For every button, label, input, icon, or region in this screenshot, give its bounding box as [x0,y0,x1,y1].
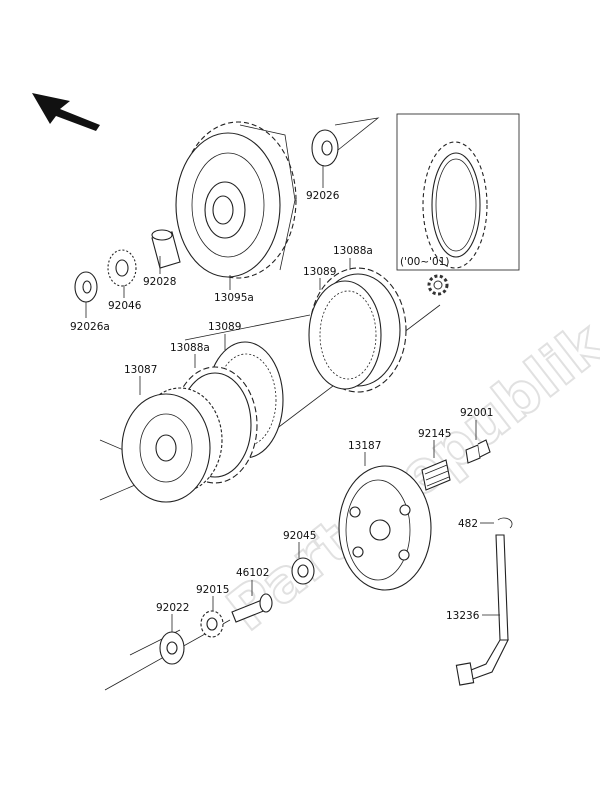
label-92045: 92045 [283,530,316,542]
label-92001: 92001 [460,407,493,419]
part-482-circlip [497,517,513,529]
part-92022-washer [159,631,185,665]
part-13087-clutch-hub [121,387,223,503]
part-92026a-washer [74,271,98,303]
inset-friction-plate [422,141,488,269]
part-92026-washer [311,129,339,167]
part-92028-sleeve [151,229,181,269]
label-92028: 92028 [143,276,176,288]
part-92045-bearing [291,557,315,585]
leader-lines [85,165,500,632]
part-92145-spring [421,459,451,491]
label-46102: 46102 [236,567,269,579]
label-13236: 13236 [446,610,480,622]
part-92001-bolt [465,439,491,464]
part-13187-pressure-plate [338,465,432,591]
label-92026: 92026 [306,190,340,202]
label-13089-top: 13089 [303,266,336,278]
gear-symbol-icon [427,274,449,296]
label-13088a-top: 13088a [333,245,373,257]
label-92046: 92046 [108,300,142,312]
label-13089-mid: 13089 [208,321,241,333]
part-13089-steel-plate-top [308,280,382,390]
label-482: 482 [458,518,478,530]
part-92046-needle-bearing [107,249,137,287]
part-13095a-clutch-housing [175,121,297,279]
label-13088a-mid: 13088a [170,342,210,354]
direction-arrow-icon [32,93,100,131]
label-13095a: 13095a [214,292,254,304]
label-13187: 13187 [348,440,381,452]
inset-year-label: ('00~'01) [400,256,450,268]
label-13087: 13087 [124,364,157,376]
part-13236-push-lever [455,534,509,686]
inset-box: ('00~'01) [396,113,520,271]
label-92026a: 92026a [70,321,110,333]
label-92022: 92022 [156,602,189,614]
part-92015-nut [200,610,224,638]
label-92145: 92145 [418,428,451,440]
part-46102-pushrod [231,593,273,623]
label-92015: 92015 [196,584,229,596]
